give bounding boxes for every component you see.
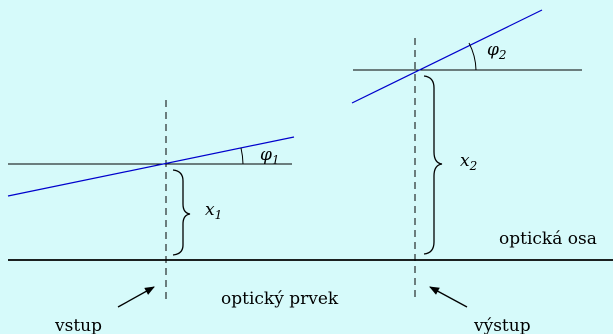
phi-1-symbol: φ1	[260, 145, 280, 167]
output-arrow	[429, 286, 468, 308]
x-2-brace	[423, 75, 443, 255]
phi-2-symbol: φ2	[487, 40, 507, 62]
output-ray	[351, 9, 543, 104]
optical-element-label: optický prvek	[221, 289, 339, 309]
x-1-symbol: x1	[205, 200, 222, 222]
input-arrow	[117, 286, 155, 308]
x-1-brace	[172, 169, 191, 256]
phi-1-arc	[240, 147, 244, 165]
optical-axis-label: optická osa	[499, 229, 597, 249]
phi-2-arc	[468, 42, 477, 71]
x-2-symbol: x2	[460, 151, 477, 173]
input-ray	[7, 136, 295, 197]
output-label: výstup	[473, 316, 531, 334]
input-label: vstup	[54, 316, 102, 334]
